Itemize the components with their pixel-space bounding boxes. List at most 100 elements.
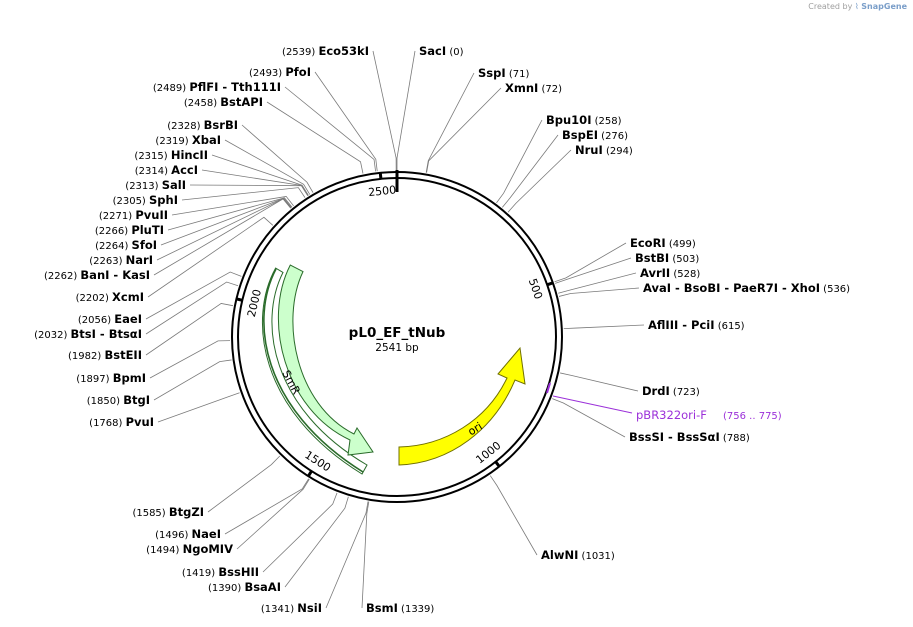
enzyme-name: NarI (126, 253, 153, 267)
enzyme-name: PluTI (131, 223, 164, 237)
enzyme-name: EaeI (114, 312, 142, 326)
site-label-xbai: (2319) XbaI (155, 133, 221, 147)
site-position: (2313) (125, 181, 161, 192)
leader-lines (145, 50, 645, 609)
site-leader-line (266, 101, 364, 174)
enzyme-name: SphI (149, 193, 178, 207)
site-position: (276) (598, 131, 628, 142)
primer-mark (546, 382, 551, 394)
enzyme-name: BstAPI (220, 95, 263, 109)
smr-arrow (278, 264, 374, 456)
enzyme-name: XmnI (505, 81, 538, 95)
site-label-ngomiv: (1494) NgoMIV (146, 542, 233, 556)
primer-name: pBR322ori-F (636, 408, 707, 422)
site-leader-line (145, 271, 242, 320)
enzyme-name: AvrII (640, 266, 670, 280)
site-leader-line (555, 257, 632, 284)
enzyme-name: PvuII (135, 208, 168, 222)
site-label-bsshii: (1419) BssHII (182, 565, 259, 579)
enzyme-name: BtgI (123, 393, 150, 407)
enzyme-name: BssHII (218, 565, 259, 579)
site-label-naei: (1496) NaeI (155, 527, 221, 541)
site-leader-line (507, 149, 572, 213)
site-position: (1897) (76, 374, 112, 385)
site-label-sali: (2313) SalI (125, 178, 186, 192)
site-leader-line (224, 478, 309, 535)
enzyme-name: NruI (575, 143, 603, 157)
primer-position: (756 .. 775) (723, 411, 782, 422)
site-leader-line (502, 134, 559, 208)
tick-mark (307, 470, 313, 477)
site-leader-line (167, 197, 293, 231)
site-position: (1419) (182, 568, 218, 579)
enzyme-name: BsaAI (244, 580, 281, 594)
enzyme-name: BsmI (366, 601, 398, 615)
primer-leader-line (552, 395, 633, 414)
site-leader-line (241, 124, 314, 193)
site-leader-line (558, 272, 637, 294)
site-label-xmni: XmnI (72) (505, 81, 562, 95)
site-leader-line (171, 196, 294, 216)
site-position: (528) (670, 269, 700, 280)
site-leader-line (189, 184, 309, 197)
enzyme-name: NaeI (192, 527, 221, 541)
site-position: (0) (446, 47, 463, 58)
site-position: (1031) (578, 551, 615, 562)
ori-arrow (398, 346, 526, 466)
enzyme-name: BtgZI (169, 505, 204, 519)
site-label-bani: (2262) BanI - KasI (44, 268, 150, 282)
site-leader-line (554, 242, 627, 283)
site-position: (1850) (87, 396, 123, 407)
enzyme-name: Bpu10I (546, 113, 591, 127)
site-label-xcmi: (2202) XcmI (76, 290, 144, 304)
site-label-nari: (2263) NarI (89, 253, 153, 267)
site-position: (2202) (76, 293, 112, 304)
site-label-btgi: (1850) BtgI (87, 393, 150, 407)
enzyme-name: BanI (80, 268, 109, 282)
site-leader-line (284, 496, 349, 588)
site-leader-line (496, 119, 543, 204)
site-label-pvui: (1768) PvuI (89, 415, 154, 429)
enzyme-name: NgoMIV (183, 542, 233, 556)
enzyme-name: - PaeR7I (720, 281, 778, 295)
enzyme-name: SalI (162, 178, 186, 192)
site-label-pflfi: (2489) PflFI - Tth111I (153, 80, 281, 94)
enzyme-name: Eco53kI (318, 44, 369, 58)
site-label-sphi: (2305) SphI (113, 193, 178, 207)
enzyme-name: NsiI (297, 601, 322, 615)
snapgene-logo-icon: ⌇ (854, 2, 859, 11)
enzyme-name: - PciI (678, 318, 714, 332)
site-leader-line (207, 455, 281, 513)
site-leader-line (489, 475, 538, 556)
site-label-eco53ki: (2539) Eco53kI (282, 44, 369, 58)
site-position: (2489) (153, 83, 189, 94)
site-label-nrui: NruI (294) (575, 143, 633, 157)
site-position: (2056) (78, 315, 114, 326)
site-position: (2314) (135, 166, 171, 177)
site-leader-line (426, 87, 502, 173)
site-leader-line (236, 478, 310, 550)
enzyme-name: AvaI (643, 281, 671, 295)
site-position: (258) (591, 116, 621, 127)
site-label-avai: AvaI - BsoBI - PaeR7I - XhoI (536) (643, 281, 850, 295)
credit-prefix: Created by (808, 2, 853, 11)
site-leader-line (149, 340, 231, 379)
site-position: (2271) (99, 211, 135, 222)
site-position: (2264) (95, 241, 131, 252)
enzyme-name: AlwNI (541, 548, 578, 562)
site-position: (1982) (68, 351, 104, 362)
site-position: (2458) (184, 98, 220, 109)
site-position: (2493) (249, 68, 285, 79)
site-position: (2266) (95, 226, 131, 237)
enzyme-name: BspEI (562, 128, 598, 142)
site-label-bstapi: (2458) BstAPI (184, 95, 263, 109)
site-leader-line (361, 501, 370, 609)
site-leader-line (396, 50, 416, 170)
site-leader-line (157, 392, 240, 423)
tick-mark (494, 460, 501, 468)
site-label-btgzi: (1585) BtgZI (132, 505, 204, 519)
enzyme-name: XbaI (192, 133, 221, 147)
site-leader-line (145, 303, 234, 356)
tick-mark (378, 172, 383, 179)
site-leader-line (425, 72, 475, 173)
